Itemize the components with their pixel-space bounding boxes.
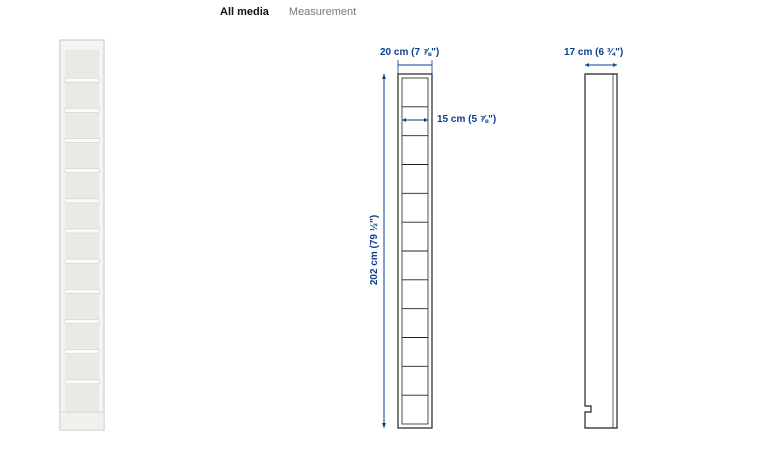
height-arrow-top <box>382 74 386 79</box>
tab-measurement[interactable]: Measurement <box>288 6 357 18</box>
photo-shelf <box>64 138 100 143</box>
drawing-svg <box>382 60 618 429</box>
photo-shelf <box>64 379 100 385</box>
photo-shelf <box>64 349 100 354</box>
photo-shelf <box>64 198 100 204</box>
tab-all-media[interactable]: All media <box>220 6 269 18</box>
measurement-drawing: 20 cm (7 ⅞") 15 cm (5 ⅞") 17 cm (6 ¾") 2… <box>340 30 660 440</box>
photo-shelf <box>64 319 100 324</box>
depth-arrow-left <box>585 63 589 67</box>
inner-width-arrow-right <box>424 118 428 122</box>
inner-width-arrow-left <box>402 118 406 122</box>
photo-shelf <box>64 108 100 113</box>
height-arrow-bottom <box>382 423 386 428</box>
front-view-shelves <box>402 106 428 396</box>
front-view-outer <box>397 73 433 429</box>
width-dimension-label: 20 cm (7 ⅞") <box>380 47 440 58</box>
depth-dimension-label: 17 cm (6 ¾") <box>564 47 624 58</box>
photo-shelf <box>64 168 100 173</box>
depth-arrow-right <box>613 63 617 67</box>
photo-shelf <box>64 228 100 234</box>
photo-shelf <box>64 289 100 294</box>
photo-shelves <box>64 77 100 385</box>
shelf-base <box>59 411 105 431</box>
photo-shelf <box>64 77 100 83</box>
height-dimension-label: 202 cm (79 ½") <box>369 214 380 286</box>
photo-shelf <box>64 258 100 264</box>
side-view-outline <box>584 73 618 429</box>
product-photo <box>59 39 105 431</box>
media-tabs: All media Measurement <box>220 4 356 20</box>
inner-width-dimension-label: 15 cm (5 ⅞") <box>437 114 497 125</box>
